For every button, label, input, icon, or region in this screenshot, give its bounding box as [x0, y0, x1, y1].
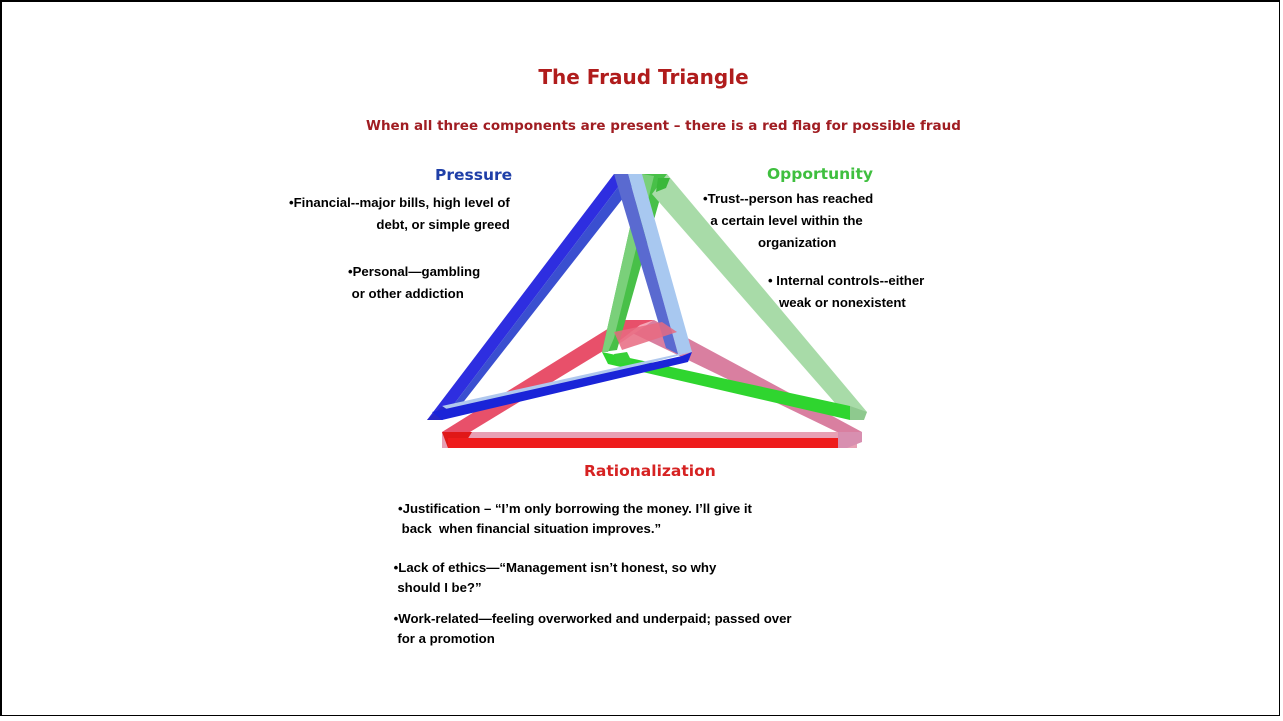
- pressure-item-personal: •Personal—gambling or other addiction: [348, 264, 481, 301]
- opportunity-item-trust: •Trust--person has reached a certain lev…: [703, 191, 874, 250]
- subtitle: When all three components are present – …: [366, 118, 961, 134]
- rationalization-heading: Rationalization: [584, 462, 716, 480]
- pressure-triangle-shape: [427, 174, 692, 420]
- pressure-heading: Pressure: [435, 166, 513, 184]
- page-title: The Fraud Triangle: [538, 65, 749, 89]
- opportunity-item-internal-controls: • Internal controls--either weak or none…: [768, 273, 925, 310]
- opportunity-heading: Opportunity: [767, 165, 873, 183]
- rationalization-item-work-related: •Work-related—feeling overworked and und…: [393, 611, 792, 646]
- rationalization-item-ethics: •Lack of ethics—“Management isn’t honest…: [393, 560, 717, 595]
- rationalization-item-justification: •Justification – “I’m only borrowing the…: [398, 501, 752, 536]
- pressure-item-financial: •Financial--major bills, high level of d…: [289, 195, 510, 232]
